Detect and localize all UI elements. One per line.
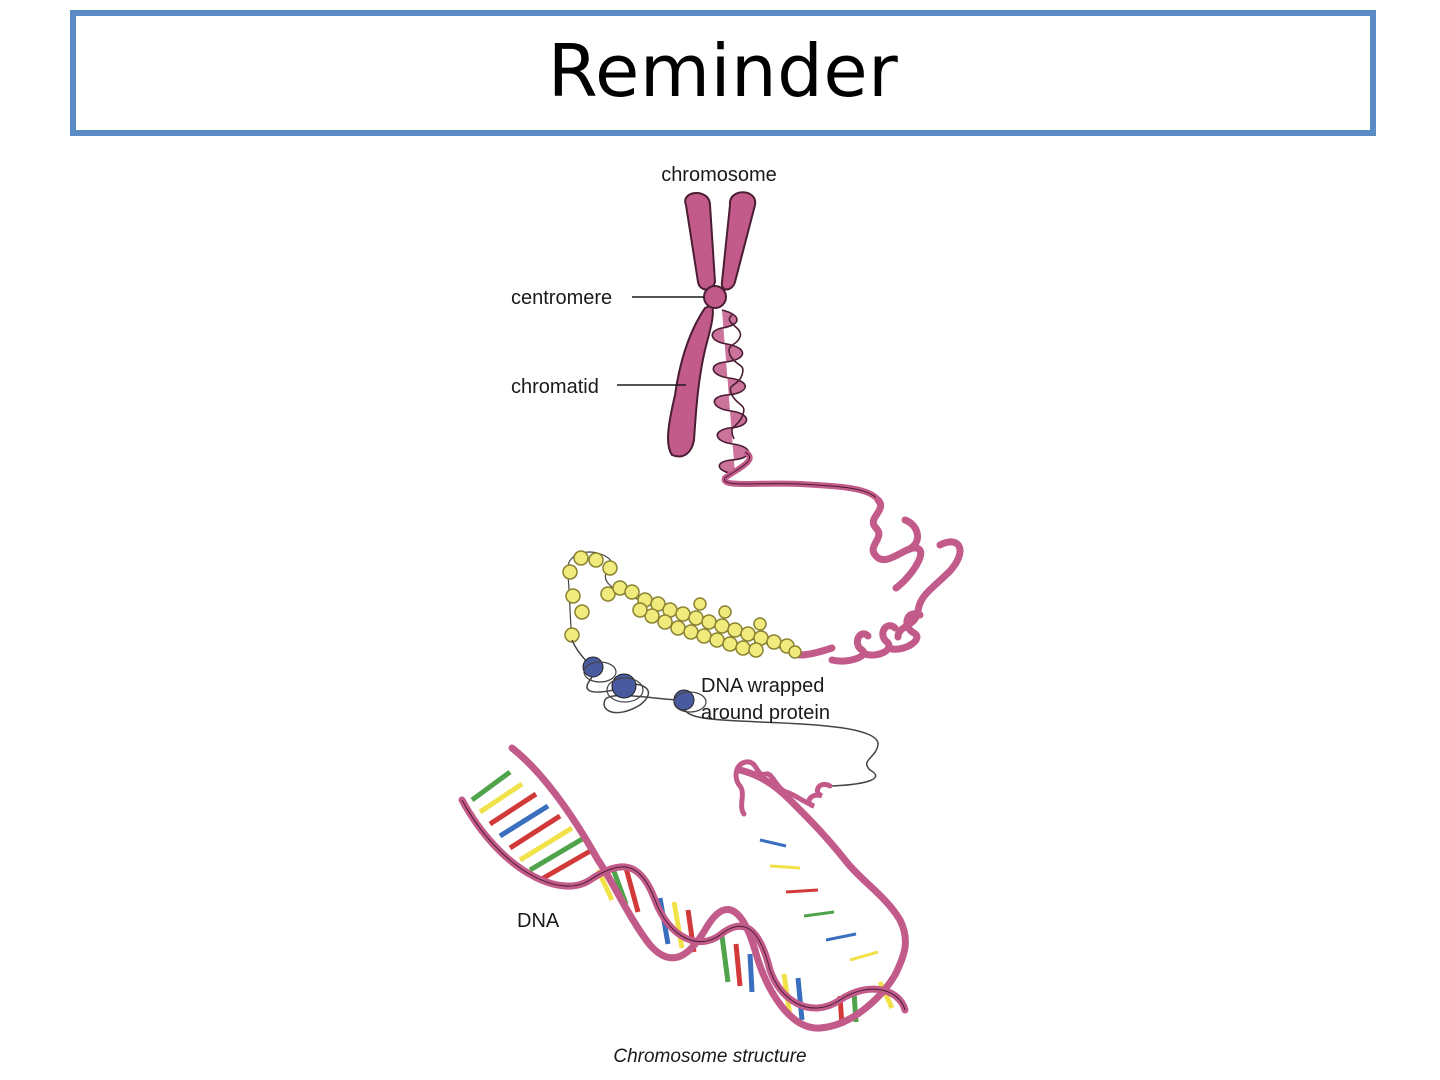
diagram-caption: Chromosome structure: [613, 1046, 806, 1067]
label-protein-line2: around protein: [701, 702, 830, 724]
chromatid-upper-right: [720, 191, 757, 291]
slide-title: Reminder: [547, 29, 899, 113]
histone-complexes: [571, 639, 879, 787]
label-chromatid: chromatid: [511, 376, 599, 398]
label-dna: DNA: [517, 910, 560, 932]
chromatid-lower: [667, 303, 714, 458]
chromosome-figure: [667, 191, 881, 502]
base-pairs: [470, 769, 895, 1027]
histone-2: [611, 673, 637, 699]
nucleosome-beads: [562, 550, 802, 659]
coiled-chromatin: [711, 309, 750, 475]
label-protein-line1: DNA wrapped: [701, 675, 824, 697]
title-box: Reminder: [70, 10, 1376, 136]
chromatin-fibre: [721, 449, 881, 502]
label-centromere: centromere: [511, 287, 612, 309]
double-helix: [458, 744, 909, 1032]
supercoil-loops: [796, 496, 964, 665]
helix-backbones: [458, 744, 909, 1032]
small-coil: [733, 759, 833, 817]
centromere-marker: [703, 285, 727, 309]
label-chromosome: chromosome: [661, 164, 777, 186]
chromatid-upper-left: [684, 192, 717, 291]
